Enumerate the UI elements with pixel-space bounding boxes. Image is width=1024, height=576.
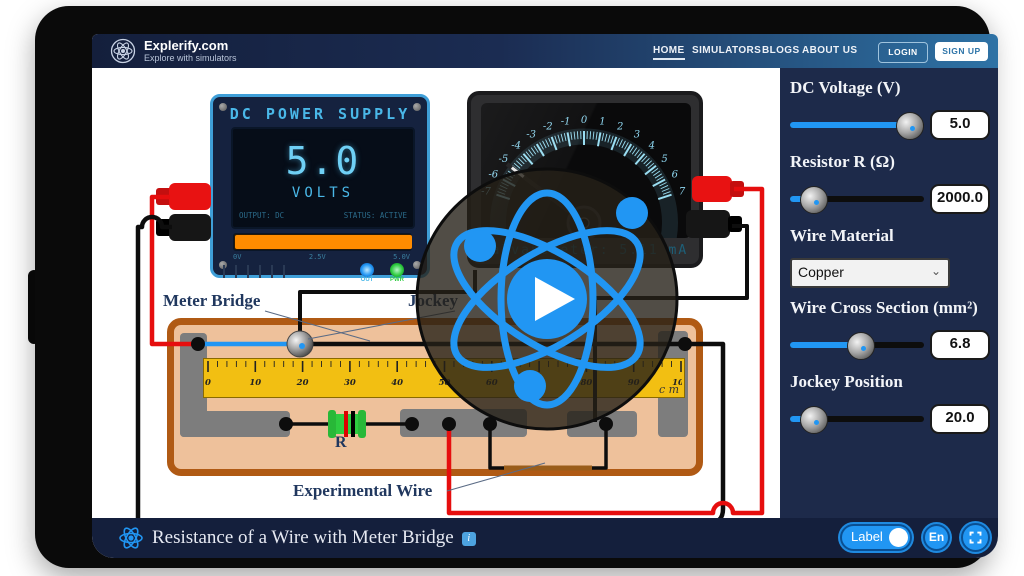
screw-icon bbox=[219, 103, 227, 111]
control-label-jockey-position: Jockey Position bbox=[790, 372, 903, 391]
jockey-position-value[interactable]: 20.0 bbox=[930, 404, 990, 434]
electron-icon bbox=[514, 370, 546, 402]
bar-mid-label: 2.5V bbox=[308, 253, 326, 261]
electron-icon bbox=[464, 230, 496, 262]
svg-text:3: 3 bbox=[634, 130, 640, 141]
voltage-readout: 5.0 bbox=[285, 139, 361, 183]
voltage-bar-labels: 0V 2.5V 5.0V bbox=[233, 253, 410, 261]
power-supply-title: DC POWER SUPPLY bbox=[229, 105, 411, 123]
resistor-r-slider-thumb[interactable] bbox=[799, 186, 828, 214]
bar-max-label: 5.0V bbox=[393, 253, 410, 261]
label-toggle-text: Label bbox=[851, 529, 883, 544]
play-button[interactable] bbox=[507, 259, 587, 339]
meter-bridge-label: Meter Bridge bbox=[163, 291, 261, 310]
wire-cross-section-slider[interactable] bbox=[790, 332, 924, 360]
dc-voltage-value[interactable]: 5.0 bbox=[930, 110, 990, 140]
wire-cross-section-value[interactable]: 6.8 bbox=[930, 330, 990, 360]
label-toggle[interactable]: Label bbox=[840, 524, 912, 551]
dc-voltage-slider-thumb[interactable] bbox=[896, 112, 925, 140]
control-label-wire-material: Wire Material bbox=[790, 226, 894, 245]
nav-item-blogs[interactable]: BLOGS bbox=[762, 45, 800, 56]
dc-power-supply: DC POWER SUPPLY 5.0 VOLTS OUTPUT: DC STA… bbox=[210, 94, 430, 283]
fullscreen-icon bbox=[969, 531, 982, 544]
footer-atom-icon bbox=[119, 527, 143, 549]
brand-tagline: Explore with simulators bbox=[144, 53, 237, 63]
voltage-bar bbox=[233, 233, 412, 251]
pwr-led-label: PWR bbox=[390, 277, 404, 283]
fullscreen-button[interactable] bbox=[961, 523, 990, 552]
svg-text:30: 30 bbox=[344, 378, 356, 388]
top-nav: Explerify.com Explore with simulators HO… bbox=[92, 34, 998, 68]
tablet-bezel: Explerify.com Explore with simulators HO… bbox=[35, 6, 998, 568]
app-screen: Explerify.com Explore with simulators HO… bbox=[92, 34, 998, 558]
wire-cross-section-slider-thumb[interactable] bbox=[846, 332, 875, 360]
svg-text:-3: -3 bbox=[526, 130, 536, 141]
resistor-r-slider[interactable] bbox=[790, 186, 924, 214]
svg-text:2: 2 bbox=[616, 122, 623, 133]
label-toggle-knob[interactable] bbox=[889, 528, 908, 547]
wire-material-selected-value: Copper bbox=[798, 264, 844, 280]
svg-text:40: 40 bbox=[391, 378, 403, 388]
brand-atom-icon bbox=[110, 38, 136, 64]
jockey-position-slider[interactable] bbox=[790, 406, 924, 434]
status-label: STATUS: ACTIVE bbox=[343, 211, 407, 220]
jockey-position-slider-thumb[interactable] bbox=[799, 406, 828, 434]
svg-text:5: 5 bbox=[661, 154, 667, 165]
svg-text:0: 0 bbox=[205, 378, 211, 388]
dc-voltage-slider[interactable] bbox=[790, 112, 925, 140]
bar-min-label: 0V bbox=[233, 253, 242, 261]
resistor-r-value[interactable]: 2000.0 bbox=[930, 184, 990, 214]
experimental-wire-label: Experimental Wire bbox=[293, 481, 433, 500]
svg-text:0: 0 bbox=[581, 115, 588, 126]
voltage-unit: VOLTS bbox=[291, 185, 355, 201]
svg-text:-4: -4 bbox=[511, 141, 521, 152]
voltage-bar-fill bbox=[235, 235, 412, 249]
dc-voltage-slider-fill bbox=[790, 122, 910, 128]
pwr-led-icon: PWR bbox=[390, 263, 404, 283]
nav-item-home[interactable]: HOME bbox=[653, 45, 685, 60]
bridge-block bbox=[180, 411, 290, 437]
language-button[interactable]: En bbox=[923, 524, 950, 551]
electron-icon bbox=[616, 197, 648, 229]
jockey-handle[interactable] bbox=[286, 330, 314, 358]
vent-grill bbox=[223, 265, 285, 278]
info-icon[interactable]: i bbox=[461, 531, 476, 546]
control-label-resistor-r: Resistor R (Ω) bbox=[790, 152, 895, 171]
control-label-dc-voltage: DC Voltage (V) bbox=[790, 78, 901, 97]
resistor-label: R bbox=[335, 434, 347, 451]
power-supply-status: OUTPUT: DC STATUS: ACTIVE bbox=[239, 211, 407, 220]
chevron-down-icon: ⌄ bbox=[930, 264, 941, 278]
svg-text:10: 10 bbox=[249, 378, 261, 388]
svg-text:-2: -2 bbox=[543, 122, 553, 133]
out-led-icon: OUT bbox=[360, 263, 374, 283]
screw-icon bbox=[413, 103, 421, 111]
svg-text:-1: -1 bbox=[561, 117, 571, 128]
nav-item-simulators[interactable]: SIMULATORS bbox=[692, 45, 762, 56]
svg-text:4: 4 bbox=[648, 141, 655, 152]
nav-item-about-us[interactable]: ABOUT US bbox=[802, 45, 858, 56]
output-label: OUTPUT: DC bbox=[239, 211, 285, 220]
svg-text:1: 1 bbox=[599, 117, 605, 128]
brand-name[interactable]: Explerify.com bbox=[144, 38, 229, 53]
power-supply-display: 5.0 VOLTS OUTPUT: DC STATUS: ACTIVE bbox=[231, 127, 415, 229]
login-button[interactable]: LOGIN bbox=[878, 42, 928, 63]
out-led-label: OUT bbox=[360, 277, 374, 283]
svg-text:20: 20 bbox=[296, 378, 309, 388]
wire-cross-section-slider-fill bbox=[790, 342, 860, 348]
control-label-wire-cross-section: Wire Cross Section (mm²) bbox=[790, 298, 978, 317]
signup-button[interactable]: SIGN UP bbox=[935, 42, 988, 61]
play-overlay[interactable] bbox=[414, 166, 680, 432]
wire-material-select[interactable]: Copper ⌄ bbox=[790, 258, 950, 288]
svg-text:-5: -5 bbox=[499, 154, 509, 165]
